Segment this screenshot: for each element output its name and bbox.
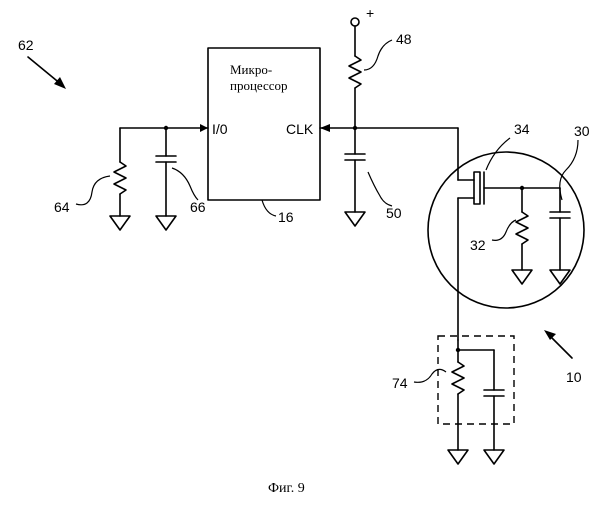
- ref-74-leader: [414, 369, 446, 382]
- ground-50: [345, 212, 365, 226]
- supply-terminal: [351, 18, 359, 26]
- ref-66-label: 66: [190, 199, 206, 215]
- io-net: [120, 124, 208, 132]
- pin-io-label: I/0: [212, 121, 228, 137]
- capacitor-50: [345, 128, 365, 212]
- ref-16-label: 16: [278, 209, 294, 225]
- ground-64: [110, 216, 130, 230]
- ref-62-arrow: [28, 57, 66, 89]
- ref-50-label: 50: [386, 205, 402, 221]
- figure-caption: Фиг. 9: [268, 481, 305, 496]
- ref-16-leader: [262, 200, 276, 216]
- pin-clk-label: CLK: [286, 121, 314, 137]
- resistor-64: [114, 128, 126, 216]
- ref-10-arrow: [544, 330, 572, 358]
- ref-30-leader: [560, 140, 578, 200]
- internal-capacitor: [550, 188, 570, 270]
- ground-74-resistor: [448, 450, 468, 464]
- ground-32: [512, 270, 532, 284]
- ref-64-label: 64: [54, 199, 70, 215]
- ref-50-leader: [368, 172, 392, 206]
- ref-74-label: 74: [392, 375, 408, 391]
- network-74: [452, 340, 504, 450]
- ref-32-label: 32: [470, 237, 486, 253]
- microprocessor-title-line2: процессор: [230, 78, 288, 93]
- ref-34-label: 34: [514, 121, 530, 137]
- ground-66: [156, 216, 176, 230]
- capacitor-66: [156, 128, 176, 216]
- ref-30-label: 30: [574, 123, 590, 139]
- supply-plus-label: +: [366, 5, 374, 21]
- resistor-48: [349, 26, 361, 128]
- ref-32-leader: [492, 220, 516, 240]
- ref-48-leader: [364, 40, 392, 70]
- ground-internal-capacitor: [550, 270, 570, 284]
- microprocessor-title-line1: Микро-: [230, 62, 272, 77]
- resistor-32: [516, 188, 528, 270]
- ref-10-label: 10: [566, 369, 582, 385]
- ref-48-label: 48: [396, 31, 412, 47]
- clk-net: [320, 124, 458, 132]
- ref-66-leader: [172, 168, 198, 200]
- ref-62-label: 62: [18, 37, 34, 53]
- ground-74-capacitor: [484, 450, 504, 464]
- ref-64-leader: [76, 176, 110, 205]
